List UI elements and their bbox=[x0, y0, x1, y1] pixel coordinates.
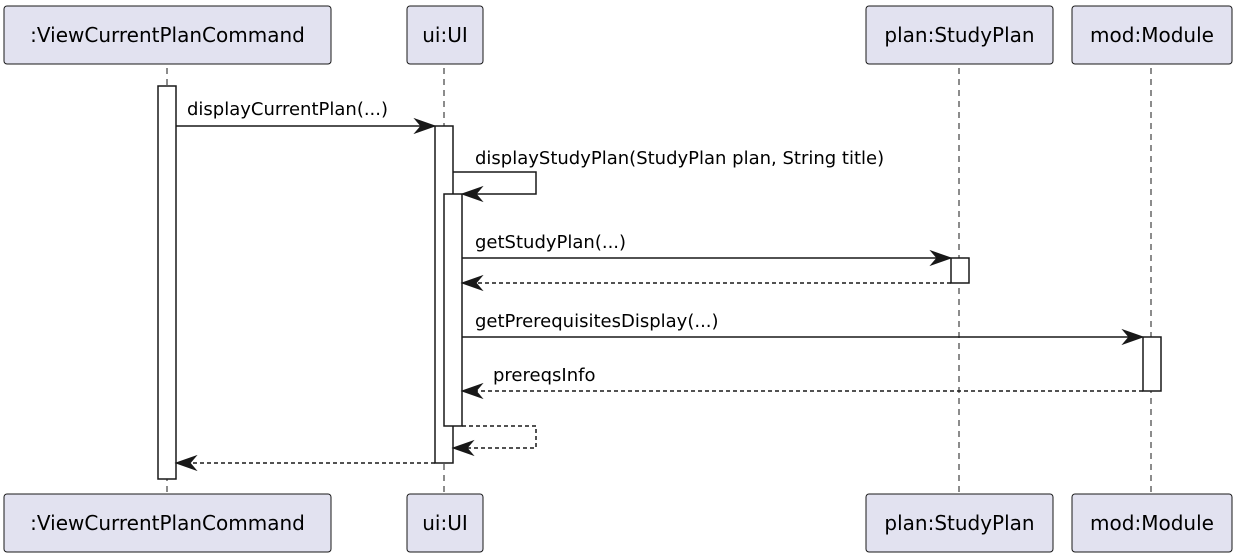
return-prereqs-info: prereqsInfo bbox=[460, 365, 1143, 400]
return-display-study-plan-line bbox=[456, 425, 537, 449]
activation-module bbox=[1142, 336, 1162, 392]
message-get-prerequisites-display-label: getPrerequisitesDisplay(...) bbox=[475, 311, 719, 332]
participant-ui-bottom: ui:UI bbox=[406, 493, 484, 553]
arrowhead-icon bbox=[451, 439, 475, 457]
activation-plan bbox=[950, 257, 970, 284]
participant-module-label: mod:Module bbox=[1090, 23, 1214, 47]
participant-plan-bottom: plan:StudyPlan bbox=[865, 493, 1054, 553]
participant-plan-label-bottom: plan:StudyPlan bbox=[884, 511, 1034, 535]
message-get-prerequisites-display: getPrerequisitesDisplay(...) bbox=[462, 311, 1145, 346]
message-get-study-plan-label: getStudyPlan(...) bbox=[475, 232, 626, 253]
participant-command-label: :ViewCurrentPlanCommand bbox=[30, 23, 305, 47]
return-from-study-plan bbox=[460, 274, 951, 292]
arrowhead-icon bbox=[929, 249, 953, 267]
message-display-current-plan: displayCurrentPlan(...) bbox=[176, 99, 437, 135]
participant-ui-top: ui:UI bbox=[406, 5, 484, 65]
participant-ui-label: ui:UI bbox=[422, 23, 468, 47]
participant-command-bottom: :ViewCurrentPlanCommand bbox=[3, 493, 332, 553]
return-display-study-plan bbox=[451, 425, 537, 457]
return-prereqs-info-label: prereqsInfo bbox=[493, 365, 595, 386]
message-display-current-plan-label: displayCurrentPlan(...) bbox=[187, 99, 388, 120]
participant-module-label-bottom: mod:Module bbox=[1090, 511, 1214, 535]
arrowhead-icon bbox=[413, 117, 437, 135]
activation-ui-inner bbox=[443, 193, 463, 427]
message-get-study-plan: getStudyPlan(...) bbox=[462, 232, 953, 267]
message-display-study-plan-line bbox=[453, 171, 537, 195]
participant-command-top: :ViewCurrentPlanCommand bbox=[3, 5, 332, 65]
arrowhead-icon bbox=[460, 274, 484, 292]
participant-plan-label: plan:StudyPlan bbox=[884, 23, 1034, 47]
message-display-study-plan-label: displayStudyPlan(StudyPlan plan, String … bbox=[475, 148, 884, 169]
participant-command-label-bottom: :ViewCurrentPlanCommand bbox=[30, 511, 305, 535]
participant-module-top: mod:Module bbox=[1071, 5, 1233, 65]
participant-module-bottom: mod:Module bbox=[1071, 493, 1233, 553]
message-display-study-plan: displayStudyPlan(StudyPlan plan, String … bbox=[453, 148, 884, 203]
arrowhead-icon bbox=[1121, 328, 1145, 346]
arrowhead-icon bbox=[460, 185, 484, 203]
activation-command bbox=[157, 85, 177, 480]
participant-ui-label-bottom: ui:UI bbox=[422, 511, 468, 535]
arrowhead-icon bbox=[460, 382, 484, 400]
participant-plan-top: plan:StudyPlan bbox=[865, 5, 1054, 65]
arrowhead-icon bbox=[174, 454, 198, 472]
return-to-command bbox=[174, 454, 435, 472]
